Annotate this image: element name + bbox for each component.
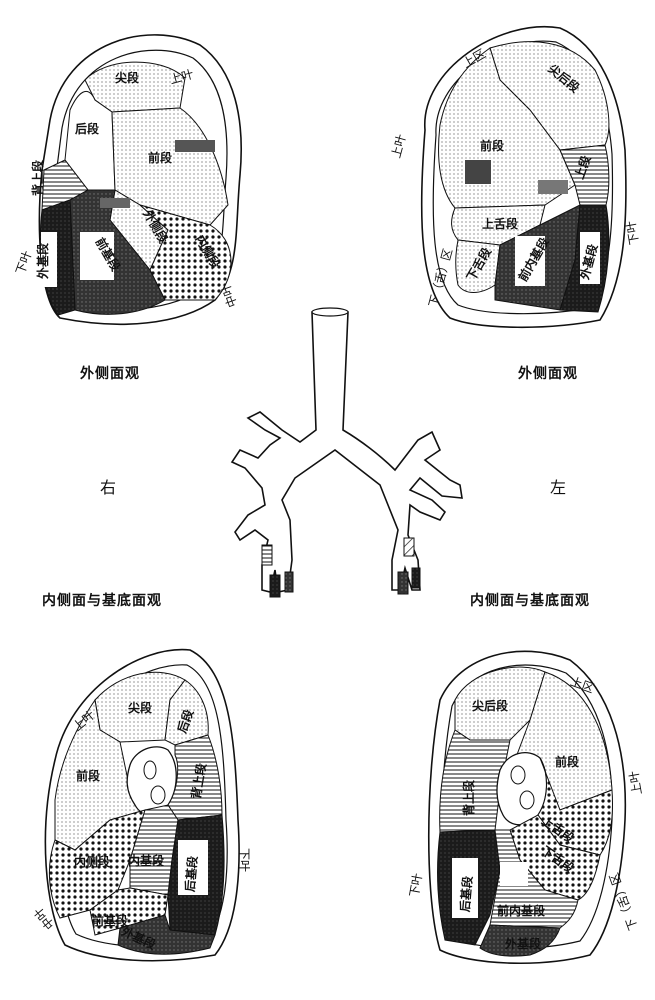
hilum-vessel-2 xyxy=(519,790,535,810)
side-right: 右 xyxy=(100,478,116,497)
label-superior: 背上段 xyxy=(461,779,476,816)
label-anterior: 前段 xyxy=(76,768,101,783)
lobe-lingula: 下（舌）区 xyxy=(426,247,455,309)
caption-inner-right: 内侧面与基底面观 xyxy=(42,592,162,609)
bronchus-stub-left-1 xyxy=(397,571,409,595)
label-anterior: 前段 xyxy=(480,138,505,153)
bronchus-stub-right-1 xyxy=(269,574,281,598)
bronchus-stub-left-2 xyxy=(411,567,421,589)
label-medial-basal: 内基段 xyxy=(128,853,165,868)
label-box-lateral-basal xyxy=(580,232,600,284)
caption-inner-left: 内侧面与基底面观 xyxy=(470,592,590,609)
lobe-lower: 下叶 xyxy=(237,848,251,872)
caption-outer-left: 外侧面观 xyxy=(518,365,578,382)
caption-outer-right: 外侧面观 xyxy=(80,365,140,382)
label-apical: 尖段 xyxy=(115,70,140,85)
pleura-outline xyxy=(420,26,627,329)
hilum-vessel-1 xyxy=(143,760,157,780)
panel-left-lung-medial: 尖后段 前段 背上段 上舌段 下舌段 后基段 前内基段 外基段 上区 下叶 上叶… xyxy=(407,650,645,964)
lobe-lower: 下叶 xyxy=(407,872,425,898)
label-posterior-basal: 后基段 xyxy=(182,854,200,892)
segment-anterior-basal xyxy=(89,887,169,936)
label-superior-lingular: 上舌段 xyxy=(482,216,519,231)
label-lateral-basal: 外基段 xyxy=(505,936,542,951)
label-apicoposterior: 尖后段 xyxy=(472,698,509,713)
lobe-lower: 下叶 xyxy=(13,249,34,276)
lobe-middle: 中叶 xyxy=(218,282,240,310)
shading-posterior xyxy=(100,198,130,208)
lobe-lower-region: 下（舌）区 xyxy=(607,871,641,932)
lobe-upper-lobe: 上叶 xyxy=(389,133,409,160)
bronchus-stub-right-3 xyxy=(261,544,273,566)
segment-lateral-basal xyxy=(117,914,216,955)
lobe-upper: 上叶 xyxy=(168,67,195,87)
segment-anterior-basal xyxy=(69,189,166,315)
segment-lateral-basal xyxy=(479,924,561,957)
pleura-outline xyxy=(427,650,627,964)
segment-posterior xyxy=(164,679,209,746)
label-medial: 内侧段 xyxy=(74,854,111,869)
label-box-posterior-basal xyxy=(452,858,478,918)
shading-anterior xyxy=(465,160,491,184)
hilum-vessel-2 xyxy=(150,785,166,805)
label-posterior-basal: 后基段 xyxy=(457,874,475,912)
hilum-vessel-1 xyxy=(510,765,526,785)
shading-anterior-2 xyxy=(538,180,568,194)
bronchus-stub-left-3 xyxy=(403,537,415,557)
label-superior: 背上段 xyxy=(30,159,45,196)
panel-left-lung-lateral: 尖后段 前段 上段 上舌段 下舌段 前内基段 外基段 上区 上叶 下（舌）区 下… xyxy=(389,26,642,382)
label-box-anterior-basal xyxy=(80,232,114,280)
bronchus-stub-right-2 xyxy=(284,571,294,593)
shading-anterior xyxy=(175,140,215,152)
label-box-posterior-basal xyxy=(178,840,208,895)
label-lateral-basal: 外基段 xyxy=(35,242,50,279)
trachea-top xyxy=(311,307,349,317)
side-left: 左 xyxy=(550,478,566,497)
lobe-middle: 中叶 xyxy=(30,905,57,933)
white-patch xyxy=(500,862,528,886)
label-box-anteromedial-basal xyxy=(515,236,545,286)
panel-right-lung-lateral: 尖段 后段 前段 背上段 前基段 外基段 外侧段 内侧段 上叶 下叶 中叶 外侧… xyxy=(13,34,243,382)
label-anterior-basal: 前基段 xyxy=(92,913,129,928)
label-anterior: 前段 xyxy=(555,754,580,769)
label-anteromedial-basal: 前内基段 xyxy=(497,903,546,918)
label-apical: 尖段 xyxy=(128,700,153,715)
bronchial-tree: 右 左 xyxy=(100,307,566,598)
label-box-lateral-basal xyxy=(41,232,57,287)
lobe-upper-lobe: 上叶 xyxy=(627,770,645,796)
lobe-lower: 下叶 xyxy=(624,220,642,246)
label-posterior: 后段 xyxy=(75,121,100,136)
label-anterior: 前段 xyxy=(148,150,173,165)
label-superior: 背上段 xyxy=(188,761,209,800)
pleura-outline xyxy=(38,34,243,325)
pleura-outline xyxy=(44,648,240,962)
panel-right-lung-medial: 尖段 后段 前段 背上段 内侧段 内基段 后基段 前基段 外基段 上叶 下叶 中… xyxy=(30,648,251,962)
segment-inferior-lingular xyxy=(455,239,501,293)
